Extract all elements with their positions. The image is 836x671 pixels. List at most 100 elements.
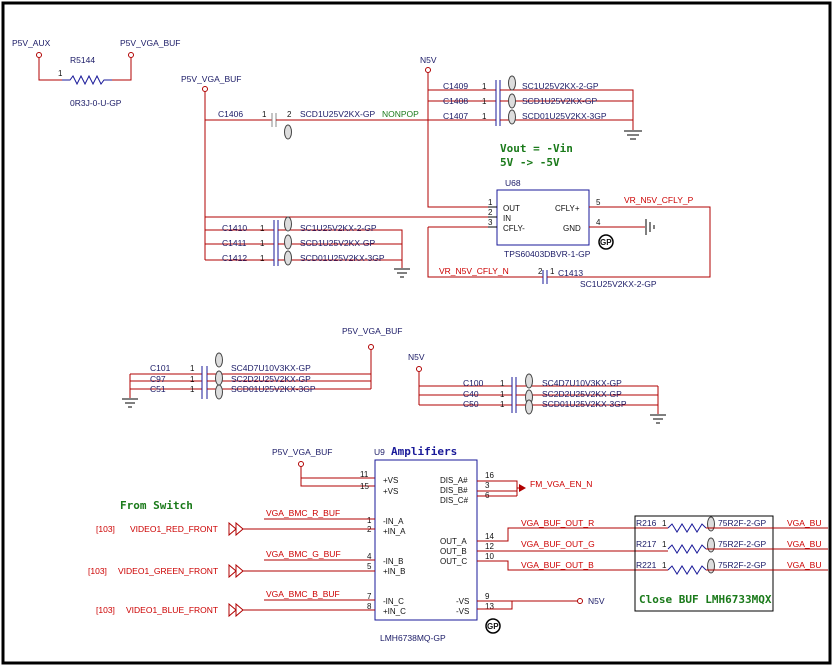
input-blue-name: VIDEO1_BLUE_FRONT xyxy=(126,605,218,615)
u9-pin6-name: DIS_C# xyxy=(440,496,469,505)
gnd-symbol-left xyxy=(122,398,138,408)
gnd-symbol-mid xyxy=(394,268,410,278)
caps-n5v-right-left-wires xyxy=(419,385,512,406)
r217-gp-mark xyxy=(707,537,715,553)
c1407-ref: C1407 xyxy=(443,111,468,121)
u9-pin7-num: 7 xyxy=(367,592,372,601)
net-cfly-p: VR_N5V_CFLY_P xyxy=(624,195,694,205)
c1410-pin: 1 xyxy=(260,224,265,233)
rail-label-n5v: N5V xyxy=(420,55,437,65)
c101-gp-mark xyxy=(215,352,223,368)
power-port-p5v-vga-buf-4 xyxy=(298,461,304,467)
c51-pin: 1 xyxy=(190,385,195,394)
power-port-p5v-vga-buf-2 xyxy=(202,86,208,92)
u68-pin-out-name: OUT xyxy=(503,204,520,213)
c1409-pin: 1 xyxy=(482,82,487,91)
u9-pin11-num: 11 xyxy=(360,470,369,479)
caps-n5v-right-plates xyxy=(511,377,517,413)
u9-pin10-num: 10 xyxy=(485,552,494,561)
c1406-symbol xyxy=(271,113,277,127)
u9-pin9-name: -VS xyxy=(456,597,469,606)
inputs-block: From Switch [103] VIDEO1_RED_FRONT VGA_B… xyxy=(88,499,375,618)
caps-n5v-top-plates xyxy=(495,80,501,126)
annotation-line1: Vout = -Vin xyxy=(500,142,573,155)
u9-pin4-num: 4 xyxy=(367,552,372,561)
u68-ref: U68 xyxy=(505,178,521,188)
caps-buf-left-left-wires xyxy=(129,373,202,398)
rail-label-p5v-vga-buf: P5V_VGA_BUF xyxy=(120,38,180,48)
c51-part: SCD01U25V2KX-3GP xyxy=(231,384,316,394)
u68-pin1-num: 1 xyxy=(488,198,493,207)
u9-pin14-num: 14 xyxy=(485,532,494,541)
r221-gp-mark xyxy=(707,558,715,574)
u9-pin12-name: OUT_B xyxy=(440,547,467,556)
output-green-right-net: VGA_BU xyxy=(787,539,822,549)
input-red-net: VGA_BMC_R_BUF xyxy=(266,508,340,518)
u9-pin16-num: 16 xyxy=(485,471,494,480)
close-buf-label: Close BUF LMH6733MQX xyxy=(639,593,772,606)
u9-pin10-name: OUT_C xyxy=(440,557,467,566)
c50-part: SCD01U25V2KX-3GP xyxy=(542,399,627,409)
rail-label-p5v-vga-buf-3: P5V_VGA_BUF xyxy=(342,326,402,336)
r221-pin: 1 xyxy=(662,561,667,570)
power-port-n5v xyxy=(425,67,431,73)
c101-ref: C101 xyxy=(150,363,171,373)
output-red-right-net: VGA_BU xyxy=(787,518,822,528)
c1408-part: SCD1U25V2KX-GP xyxy=(522,96,597,106)
r221-ref: R221 xyxy=(636,560,657,570)
caps-buf-mid-left-wires xyxy=(205,229,274,261)
c1411-pin: 1 xyxy=(260,239,265,248)
u9-ref: U9 xyxy=(374,447,385,457)
output-red-net: VGA_BUF_OUT_R xyxy=(521,518,594,528)
u9-pin3-num: 3 xyxy=(485,481,490,490)
net-cfly-n: VR_N5V_CFLY_N xyxy=(439,266,509,276)
u9-pin13-num: 13 xyxy=(485,602,494,611)
input-red-name: VIDEO1_RED_FRONT xyxy=(130,524,218,534)
c1406-ref: C1406 xyxy=(218,109,243,119)
r5144-pin: 1 xyxy=(58,69,63,78)
c1406-gp-mark xyxy=(284,124,292,140)
input-red-wires xyxy=(243,518,375,530)
c97-ref: C97 xyxy=(150,374,166,384)
u9-pin14-name: OUT_A xyxy=(440,537,467,546)
c100-part: SC4D7U10V3KX-GP xyxy=(542,378,622,388)
u9-pin8-name: +IN_C xyxy=(383,607,406,616)
rail-label-n5v-2: N5V xyxy=(408,352,425,362)
input-blue-net: VGA_BMC_B_BUF xyxy=(266,589,340,599)
u68-pin-cfly-plus-name: CFLY+ xyxy=(555,204,580,213)
input-green-connector-icon xyxy=(228,563,244,579)
c1408-gp-mark xyxy=(508,93,516,109)
c1413-pin2: 2 xyxy=(538,267,543,276)
r5144-part: 0R3J-0-U-GP xyxy=(70,98,122,108)
rail-label-p5v-vga-buf-2: P5V_VGA_BUF xyxy=(181,74,241,84)
input-blue-wires xyxy=(243,599,375,611)
u9-pin12-num: 12 xyxy=(485,542,494,551)
c51-ref: C51 xyxy=(150,384,166,394)
caps-n5v-right: N5V C100 1 SC4D7U10V3KX-GP C40 1 SC2D2U2… xyxy=(408,352,666,424)
input-blue-connector-icon xyxy=(228,602,244,618)
r217-pin: 1 xyxy=(662,540,667,549)
rail-label-p5v-aux: P5V_AUX xyxy=(12,38,51,48)
c1413-part: SC1U25V2KX-2-GP xyxy=(580,279,657,289)
c1410-ref: C1410 xyxy=(222,223,247,233)
c1410-gp-mark xyxy=(284,216,292,232)
u68-block: U68 OUT IN CFLY- 1 2 3 CFLY+ GND 5 4 TPS… xyxy=(205,178,711,289)
u9-vs-minus-wires xyxy=(477,600,578,610)
input-green-net: VGA_BMC_G_BUF xyxy=(266,549,341,559)
r5144-ref: R5144 xyxy=(70,55,95,65)
r221-part: 75R2F-2-GP xyxy=(718,560,767,570)
u68-pin-cfly-minus-name: CFLY- xyxy=(503,224,525,233)
caps-buf-left-right-wires xyxy=(207,373,371,390)
resistor-r5144-symbol xyxy=(62,74,112,86)
c51-gp-mark xyxy=(215,384,223,400)
n5v-rail-vertical xyxy=(427,73,488,208)
top-cap-block: P5V_VGA_BUF N5V C1406 1 2 SCD1U25V2KX-GP… xyxy=(181,55,642,260)
enable-arrow-icon xyxy=(519,484,526,492)
u9-pin8-num: 8 xyxy=(367,602,372,611)
u68-pin5-num: 5 xyxy=(596,198,601,207)
c100-ref: C100 xyxy=(463,378,484,388)
input-red-connector-icon xyxy=(228,521,244,537)
rail-label-n5v-3: N5V xyxy=(588,596,605,606)
gnd-symbol-u68 xyxy=(645,219,655,235)
